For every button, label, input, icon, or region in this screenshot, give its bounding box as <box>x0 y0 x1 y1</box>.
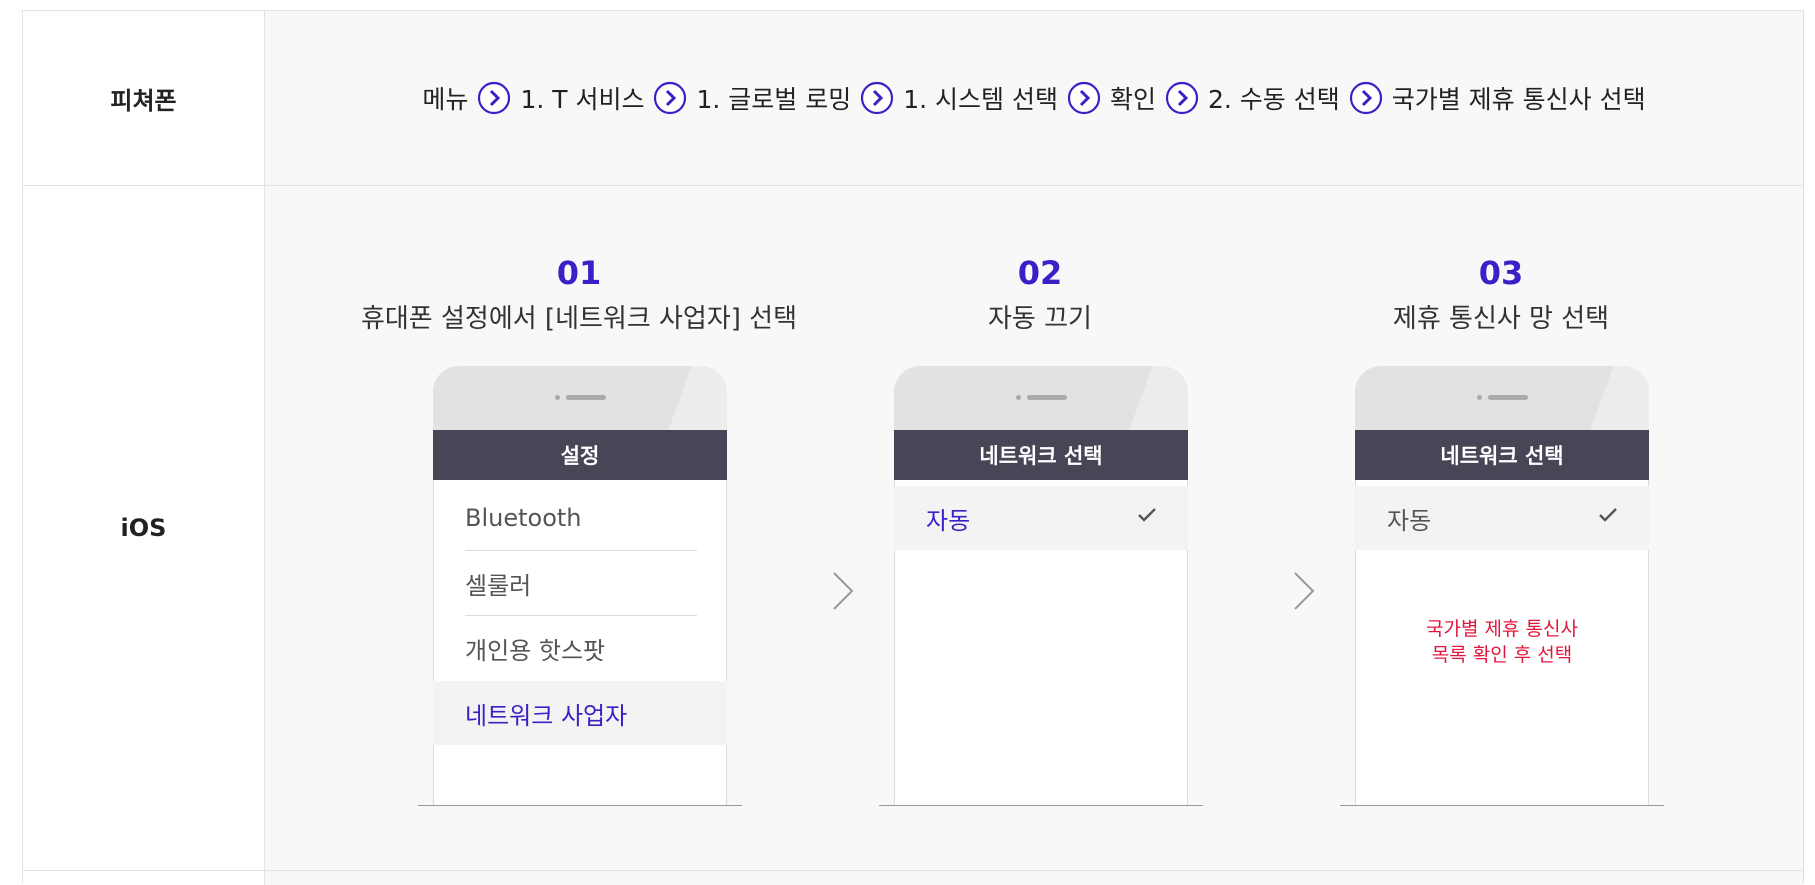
screen-title: 네트워크 선택 <box>894 430 1188 480</box>
carrier-note-line-2: 목록 확인 후 선택 <box>1431 644 1573 666</box>
next-row-cell <box>265 871 1803 885</box>
chevron-right-circle-icon <box>861 81 894 115</box>
network-item-label: 자동 <box>926 506 971 535</box>
camera-dot-icon <box>555 395 560 400</box>
phone-base-line <box>879 805 1203 806</box>
phone-top-bezel <box>894 366 1188 430</box>
chevron-right-icon <box>833 572 854 610</box>
phone-base-line <box>1340 805 1664 806</box>
checkmark-icon <box>1138 508 1156 522</box>
checkmark-icon <box>1599 508 1617 522</box>
path-step-menu: 메뉴 <box>422 85 469 114</box>
camera-dot-icon <box>1477 395 1482 400</box>
row-header-next <box>23 871 265 885</box>
divider <box>465 550 697 551</box>
path-step-manual-select: 2. 수동 선택 <box>1207 85 1340 114</box>
feature-phone-path-cell: 메뉴 1. T 서비스 1. 글로벌 로밍 1. 시스템 선택 확인 2. 수동… <box>265 11 1803 185</box>
phone-top-bezel <box>1355 366 1649 430</box>
divider <box>465 615 697 616</box>
chevron-right-circle-icon <box>478 81 511 115</box>
ios-row: iOS 01 휴대폰 설정에서 [네트워크 사업자] 선택 설정 Bluetoo… <box>23 186 1803 871</box>
row-header-ios: iOS <box>23 186 265 870</box>
step-description: 자동 끄기 <box>988 304 1092 334</box>
phone-mockup: 네트워크 선택 자동 <box>879 366 1203 806</box>
chevron-right-icon <box>1294 572 1315 610</box>
path-step-confirm: 확인 <box>1109 85 1156 114</box>
screen-title: 설정 <box>433 430 727 480</box>
speaker-icon <box>1027 395 1067 400</box>
phone-base-line <box>418 805 742 806</box>
path-step-global-roaming: 1. 글로벌 로밍 <box>696 85 852 114</box>
settings-item-cellular: 셀룰러 <box>465 571 532 600</box>
camera-dot-icon <box>1016 395 1021 400</box>
path-step-carrier-select: 국가별 제휴 통신사 선택 <box>1391 85 1646 114</box>
chevron-right-circle-icon <box>1067 81 1101 115</box>
carrier-note: 국가별 제휴 통신사 목록 확인 후 선택 <box>1355 616 1649 668</box>
step-description: 제휴 통신사 망 선택 <box>1392 304 1610 334</box>
phone-mockup: 네트워크 선택 자동 국가별 제휴 통신사 목록 확인 후 선택 <box>1340 366 1664 806</box>
chevron-right-circle-icon <box>1165 81 1199 115</box>
chevron-right-circle-icon <box>1349 81 1382 115</box>
carrier-note-line-1: 국가별 제휴 통신사 <box>1426 618 1578 640</box>
path-step-t-service: 1. T 서비스 <box>520 85 645 114</box>
menu-path: 메뉴 1. T 서비스 1. 글로벌 로밍 1. 시스템 선택 확인 2. 수동… <box>265 11 1803 185</box>
settings-item-network-operator: 네트워크 사업자 <box>433 681 727 745</box>
phone-top-bezel <box>433 366 727 430</box>
ios-steps-cell: 01 휴대폰 설정에서 [네트워크 사업자] 선택 설정 Bluetooth 셀… <box>265 186 1803 870</box>
phone-mockup: 설정 Bluetooth 셀룰러 개인용 핫스팟 네트워크 사업자 <box>418 366 742 806</box>
step-number: 03 <box>1478 254 1524 292</box>
network-item-auto: 자동 <box>1355 486 1649 550</box>
path-step-system-select: 1. 시스템 선택 <box>903 85 1058 114</box>
step-description: 휴대폰 설정에서 [네트워크 사업자] 선택 <box>360 304 798 334</box>
row-header-feature-phone: 피쳐폰 <box>23 11 265 185</box>
step-number: 02 <box>1017 254 1063 292</box>
network-item-label: 자동 <box>1387 506 1432 535</box>
speaker-icon <box>566 395 606 400</box>
next-row <box>23 871 1803 885</box>
settings-item-hotspot: 개인용 핫스팟 <box>465 636 606 665</box>
step-number: 01 <box>556 254 602 292</box>
chevron-right-circle-icon <box>654 81 687 115</box>
roaming-guide-table: 피쳐폰 메뉴 1. T 서비스 1. 글로벌 로밍 1. 시스템 선택 확인 2… <box>22 10 1804 885</box>
screen-title: 네트워크 선택 <box>1355 430 1649 480</box>
speaker-icon <box>1488 395 1528 400</box>
network-item-auto: 자동 <box>894 486 1188 550</box>
feature-phone-row: 피쳐폰 메뉴 1. T 서비스 1. 글로벌 로밍 1. 시스템 선택 확인 2… <box>23 11 1803 186</box>
settings-item-bluetooth: Bluetooth <box>465 504 582 532</box>
